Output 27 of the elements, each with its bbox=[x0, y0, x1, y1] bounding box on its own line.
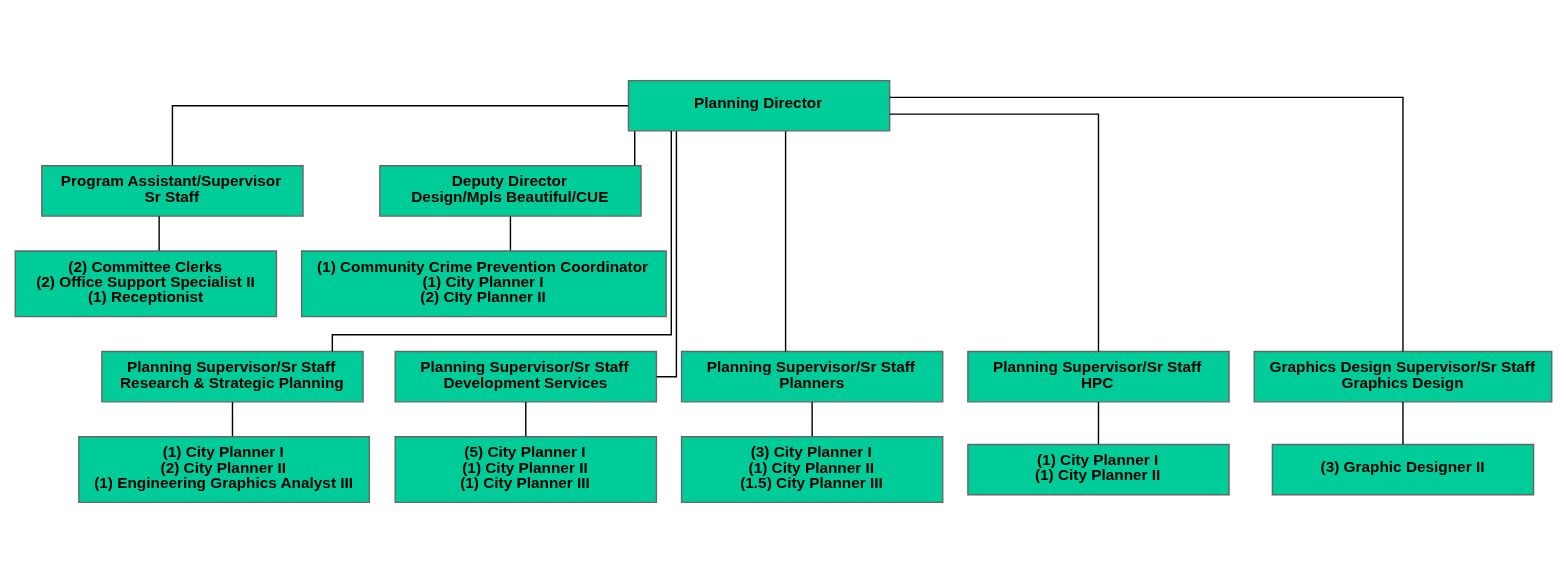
node-box: (3) Graphic Designer II bbox=[1271, 443, 1534, 495]
connector bbox=[784, 130, 786, 352]
connector bbox=[157, 215, 160, 251]
connector bbox=[231, 400, 233, 437]
node-box: (3) City Planner I (1) City Planner II (1.5) City Planner III bbox=[680, 435, 943, 503]
connector bbox=[171, 104, 629, 166]
node-box: Deputy Director Design/Mpls Beautiful/CUE bbox=[378, 164, 642, 217]
node-box: Planning Supervisor/Sr Staff HPC bbox=[966, 350, 1230, 403]
node-box: (2) Committee Clerks (2) Office Support Specialist II (1) Receptionist bbox=[14, 249, 277, 317]
connector bbox=[509, 215, 511, 251]
node-box: Program Assistant/Supervisor Sr Staff bbox=[40, 164, 304, 217]
node-box: (5) City Planner I (1) City Planner II (1) City Planner III bbox=[394, 435, 657, 503]
node-box: (1) City Planner I (2) City Planner II (1) Engineering Graphics Analyst III bbox=[77, 435, 370, 503]
node-box: (1) Community Crime Prevention Coordinator (1) City Planner I (2) CIty Planner II bbox=[300, 249, 667, 317]
node-box: (1) City Planner I (1) City Planner II bbox=[966, 443, 1230, 495]
connector bbox=[888, 112, 1099, 352]
connector bbox=[810, 400, 813, 437]
node-box: Planning Supervisor/Sr Staff Planners bbox=[680, 350, 943, 403]
connector bbox=[633, 130, 635, 166]
node-box: Graphics Design Supervisor/Sr Staff Graphics Design bbox=[1253, 350, 1552, 403]
connector bbox=[1401, 400, 1404, 445]
connector bbox=[524, 400, 526, 437]
node-box: Planning Supervisor/Sr Staff Research & Strategic Planning bbox=[100, 350, 364, 403]
connector bbox=[1097, 400, 1099, 445]
node-box: Planning Director bbox=[627, 79, 890, 132]
connector bbox=[888, 96, 1404, 352]
node-box: Planning Supervisor/Sr Staff Development Services bbox=[394, 350, 657, 403]
